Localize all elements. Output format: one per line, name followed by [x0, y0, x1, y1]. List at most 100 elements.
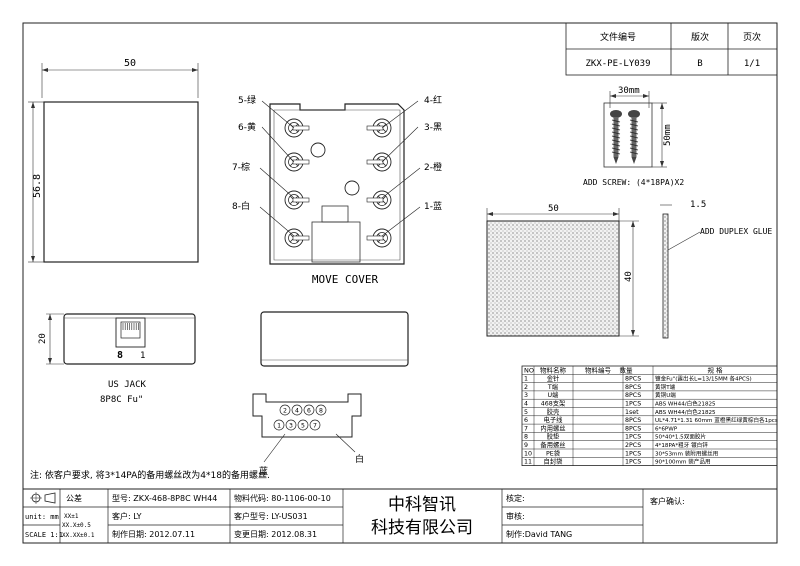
made-date-text: 制作日期: 2012.07.11: [112, 529, 195, 539]
wire-label-7: 7-棕: [232, 161, 250, 173]
tolerance-3: XX.XX±0.1: [62, 532, 95, 539]
cover-screw: [284, 228, 310, 248]
screw-view: 30mm 50mm ADD SCREW: (4*18PA)X2: [583, 86, 684, 187]
jack-pin-8: 8: [117, 350, 123, 361]
bom-header-cell: NO: [524, 366, 534, 374]
review-label: 审核:: [506, 511, 525, 521]
bom-cell: 8: [524, 434, 528, 441]
bom-cell: 8PCS: [625, 376, 641, 383]
connector-label-white: 白: [355, 453, 364, 465]
cover-screw: [284, 118, 310, 138]
bom-cell: 金针: [547, 374, 560, 383]
projection-symbol-icon: [30, 492, 56, 504]
bom-cell: 内用螺丝: [540, 423, 565, 432]
wire-label-3: 3-黑: [424, 122, 442, 133]
connector-pin-label: 4: [295, 407, 299, 415]
change-date-text: 变更日期: 2012.08.31: [234, 529, 317, 539]
connector-pin-label: 3: [289, 422, 293, 430]
bom-cell: 2PCS: [625, 442, 641, 449]
part-code-text: 物料代码: 80-1106-00-10: [234, 493, 331, 503]
connector-label-blue: 蓝: [259, 465, 268, 477]
us-jack-view: 8 1 20 US JACK 8P8C Fu": [38, 313, 196, 405]
bom-cell: 黄铜U端: [655, 391, 676, 399]
cover-screw: [366, 228, 392, 248]
bom-cell: 468支架: [541, 399, 566, 408]
front-outline: [43, 101, 199, 263]
connector-pin-label: 7: [313, 422, 317, 430]
bom-cell: T端: [547, 382, 559, 391]
page-label: 页次: [743, 31, 761, 43]
cover-screw: [284, 190, 310, 210]
screw-height-dim: 50mm: [663, 124, 673, 146]
bom-cell: 8PCS: [625, 384, 641, 391]
glue-caption: ADD DUPLEX GLUE: [700, 227, 772, 236]
bom-header-cell: 物料编号: [585, 365, 612, 374]
glue-width-dim: 50: [548, 204, 559, 214]
title-block: 公差 unit: mm XX±1 XX.X±0.5 XX.XX±0.1 SCAL…: [22, 488, 778, 544]
side-view: [260, 311, 409, 367]
tolerance-1: XX±1: [64, 513, 79, 520]
connector-pin-label: 8: [319, 407, 323, 415]
bom-cell: 3: [524, 392, 528, 399]
cover-screws: [284, 118, 392, 248]
connector-pin: 8: [315, 404, 327, 416]
page-value: 1/1: [744, 59, 760, 69]
customer-model-text: 客户型号: LY-US031: [234, 511, 308, 521]
company-name-1: 中科智讯: [388, 495, 456, 515]
bom-cell: 自封袋: [544, 457, 564, 466]
bom-cell: 黄铜T端: [655, 383, 676, 391]
glue-side: [662, 213, 669, 339]
doc-header-table: 文件编号 版次 页次 ZKX-PE-LY039 B 1/1: [565, 22, 778, 76]
wire-label-4: 4-红: [424, 94, 442, 106]
screw-shapes: [610, 110, 640, 164]
bom-cell: 胶垫: [547, 432, 560, 441]
connector-pin-label: 1: [277, 422, 281, 430]
bom-cell: 5: [524, 409, 528, 416]
connector-pin-label: 5: [301, 422, 305, 430]
bom-cell: ABS WH44/白色21825: [655, 400, 716, 408]
front-width-dim: 50: [124, 58, 136, 69]
move-cover-view: 5-绿 4-红 6-黄 3-黑 7-棕 2-橙 8-白 1-蓝 MOVE COV…: [232, 94, 442, 286]
bom-cell: 4*18PA*粗牙 镀白锌: [655, 441, 708, 449]
connector-pin: 3: [285, 419, 297, 431]
jack-caption-1: US JACK: [108, 380, 147, 390]
bom-cell: 1: [524, 376, 528, 383]
screw-width-dim: 30mm: [618, 86, 640, 96]
doc-number-label: 文件编号: [600, 31, 636, 43]
screw-shape: [610, 110, 622, 164]
wire-label-2: 2-橙: [424, 161, 442, 173]
bom-cell: 1PCS: [625, 401, 641, 408]
approve-label: 核定:: [506, 493, 525, 503]
screw-caption: ADD SCREW: (4*18PA)X2: [583, 178, 684, 187]
cover-screw: [366, 190, 392, 210]
connector-pin-label: 2: [283, 407, 287, 415]
jack-caption-2: 8P8C Fu": [100, 395, 143, 405]
doc-number-value: ZKX-PE-LY039: [585, 59, 650, 69]
tolerance-2: XX.X±0.5: [62, 522, 91, 529]
connector-pin: 5: [297, 419, 309, 431]
glue-view: 50 40 1.5 ADD DUPLEX GLUE: [486, 200, 772, 339]
bom-cell: 8PCS: [625, 417, 641, 424]
tolerance-label: 公差: [66, 493, 82, 503]
glue-height-dim: 40: [624, 271, 634, 282]
connector-pin: 2: [279, 404, 291, 416]
connector-pin: 4: [291, 404, 303, 416]
bom-cell: 90*100mm 装产品用: [655, 458, 711, 466]
connector-pin-label: 6: [307, 407, 311, 415]
front-view: 50 56.8: [28, 58, 199, 263]
model-text: 型号: ZKX-468-8P8C WH44: [112, 494, 217, 503]
bom-cell: 胶壳: [547, 407, 560, 416]
bom-cell: 9: [524, 442, 528, 449]
customer-text: 客户: LY: [112, 511, 142, 521]
wire-label-5: 5-绿: [238, 94, 256, 106]
bom-cell: 6*6PWP: [655, 426, 678, 432]
bom-cell: UL*4.71*1.31 60mm 蓝橙黑红绿黄棕白各1pcs: [655, 416, 778, 424]
bom-header-cell: 数量: [620, 365, 634, 374]
bom-cell: 4: [524, 401, 528, 408]
jack-pins: [122, 323, 139, 330]
bom-cell: 8PCS: [625, 425, 641, 432]
cover-screw: [366, 152, 392, 172]
bom-cell: 1PCS: [625, 434, 641, 441]
